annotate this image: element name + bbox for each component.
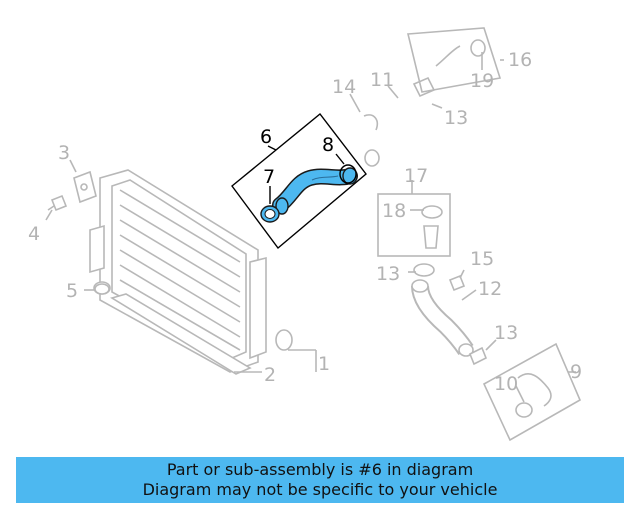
banner-line-2: Diagram may not be specific to your vehi… [142,480,498,499]
bracket-part [73,170,97,204]
grommet-part [94,283,110,295]
callout-3: 3 [58,142,70,164]
callout-14: 14 [332,76,356,98]
info-banner: Part or sub-assembly is #6 in diagram Di… [16,457,624,503]
callout-16: 16 [508,49,532,71]
callout-leaders-black [267,145,345,204]
callout-13-mid: 13 [376,263,400,285]
pipe-11-part [364,84,423,167]
callout-2: 2 [264,364,276,386]
callout-1: 1 [318,353,330,375]
callout-8: 8 [322,134,334,156]
callout-6: 6 [260,126,272,148]
hose-clamp-highlighted [260,205,280,223]
parts-diagram: 1 2 3 4 5 6 7 8 9 10 11 12 13 13 13 14 1… [28,27,582,442]
callout-13-top: 13 [444,107,468,129]
part-17-box [377,193,451,257]
callout-10: 10 [494,373,518,395]
callout-15: 15 [470,248,494,270]
intercooler-part [89,169,293,375]
callout-7: 7 [263,166,275,188]
callout-12: 12 [478,278,502,300]
intercooler-hose-highlighted [272,167,358,215]
callout-5: 5 [66,280,78,302]
callout-18: 18 [382,200,406,222]
callout-19: 19 [470,70,494,92]
pipe-12-part [411,263,488,366]
callout-4: 4 [28,223,40,245]
clip-14-part [363,114,379,131]
callout-labels: 1 2 3 4 5 6 7 8 9 10 11 12 13 13 13 14 1… [28,49,582,395]
callout-13-bottom: 13 [494,322,518,344]
callout-11: 11 [370,69,394,91]
banner-line-1: Part or sub-assembly is #6 in diagram [166,460,474,479]
assembly-6-box [231,113,367,250]
callout-17: 17 [404,165,428,187]
bolt-part [47,194,68,212]
callout-leaders-gray [45,52,576,403]
hose-9-box [482,342,582,442]
callout-9: 9 [570,361,582,383]
o-ring-part [339,164,357,184]
